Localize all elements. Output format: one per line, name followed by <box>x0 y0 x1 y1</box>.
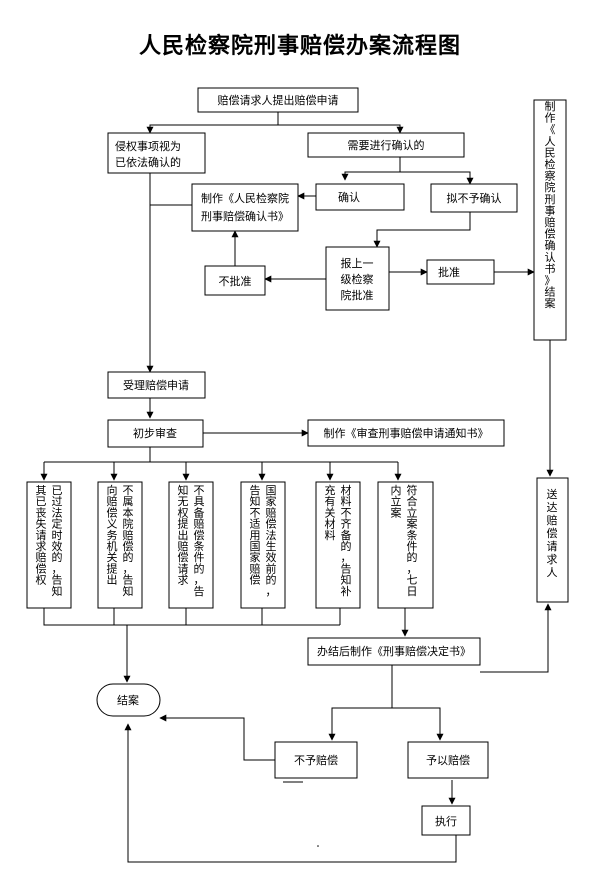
connector <box>159 714 275 761</box>
branch-label: 已过法定时效的，告知 <box>52 484 63 598</box>
accept-label: 受理赔偿申请 <box>123 378 189 392</box>
approve-box <box>426 259 495 285</box>
make-confirm-label: 刑事赔偿确认书》 <box>201 209 289 223</box>
notice-label: 制作《审查刑事赔偿申请通知书》 <box>324 426 489 440</box>
branch-label: 充有关材料 <box>325 483 336 542</box>
connector <box>392 707 444 741</box>
not-confirm-label: 拟不予确认 <box>447 191 502 205</box>
branch-label: 不具备赔偿条件的，告 <box>194 484 205 598</box>
dot-mark <box>317 845 319 847</box>
need-confirm-box <box>307 132 465 158</box>
not-confirm-box <box>430 183 518 213</box>
branch-label: 其已丧失请求赔偿权 <box>36 484 47 587</box>
connector <box>124 723 457 863</box>
need-confirm-label: 需要进行确认的 <box>348 138 425 152</box>
close-label: 结案 <box>117 693 139 707</box>
connector <box>278 124 404 134</box>
branch-box <box>377 481 434 609</box>
make-confirm-label: 制作《人民检察院 <box>201 191 289 205</box>
make-confirm-box <box>191 183 299 232</box>
no-comp-label: 不予赔偿 <box>294 753 338 767</box>
comp-label: 予以赔偿 <box>426 753 470 767</box>
branch-box <box>97 481 143 609</box>
branch-label: 材料不齐备的，告知补 <box>341 483 352 598</box>
report-label: 级检察 <box>341 272 374 286</box>
report-label: 报上一 <box>341 256 374 270</box>
branch-box <box>315 481 361 609</box>
no-comp-box <box>274 741 358 779</box>
confirmed-label: 已依法确认的 <box>115 155 181 169</box>
report-box <box>325 246 390 311</box>
not-approve-label: 不批准 <box>219 274 252 288</box>
branch-box <box>240 481 286 609</box>
branch-label: 告知不适用国家赔偿 <box>250 484 261 587</box>
branch-label: 内立案 <box>391 483 402 519</box>
connector <box>400 171 474 185</box>
decision-label: 办结后制作《刑事赔偿决定书》 <box>317 644 471 658</box>
comp-box <box>407 741 489 779</box>
report-label: 院批准 <box>341 288 374 302</box>
confirm-box <box>315 183 405 211</box>
execute-box <box>421 805 471 836</box>
right-close-label: 制作《人民检察院刑事赔偿确认书》结案 <box>545 100 556 310</box>
connector <box>373 212 471 248</box>
connector <box>43 608 340 626</box>
branch-box <box>168 481 214 609</box>
connector <box>146 112 279 134</box>
branch-box <box>26 481 72 609</box>
connector <box>328 665 393 741</box>
send-label: 送达赔偿请求人 <box>547 487 558 579</box>
connectors <box>40 112 554 863</box>
confirmed-label: 侵权事项视为 <box>115 139 181 153</box>
confirmed-box <box>107 132 206 174</box>
execute-label: 执行 <box>435 814 457 828</box>
right-close-box <box>533 99 567 341</box>
request-label: 赔偿请求人提出赔偿申请 <box>218 93 339 107</box>
approve-label: 批准 <box>438 265 460 279</box>
confirm-label: 确认 <box>338 191 360 204</box>
connector <box>341 157 401 181</box>
branch-label: 知无权提出赔偿请求 <box>178 483 189 587</box>
branch-label: 不属本院赔偿的，告知 <box>123 484 134 598</box>
review-box <box>107 419 204 448</box>
send-box <box>536 477 569 603</box>
page-title: 人民检察院刑事赔偿办案流程图 <box>138 34 461 59</box>
branch-label: 向赔偿义务机关提出 <box>107 483 118 587</box>
not-approve-box <box>204 265 266 296</box>
decision-box <box>307 637 481 666</box>
connector <box>480 603 552 673</box>
branch-label: 国家赔偿法生效前的， <box>266 484 277 598</box>
request-box <box>197 87 359 113</box>
review-label: 初步审查 <box>133 426 177 440</box>
accept-box <box>107 371 206 399</box>
notice-box <box>307 419 505 447</box>
branch-label: 符合立案条件的，七日 <box>407 484 418 598</box>
close-box <box>96 683 161 717</box>
